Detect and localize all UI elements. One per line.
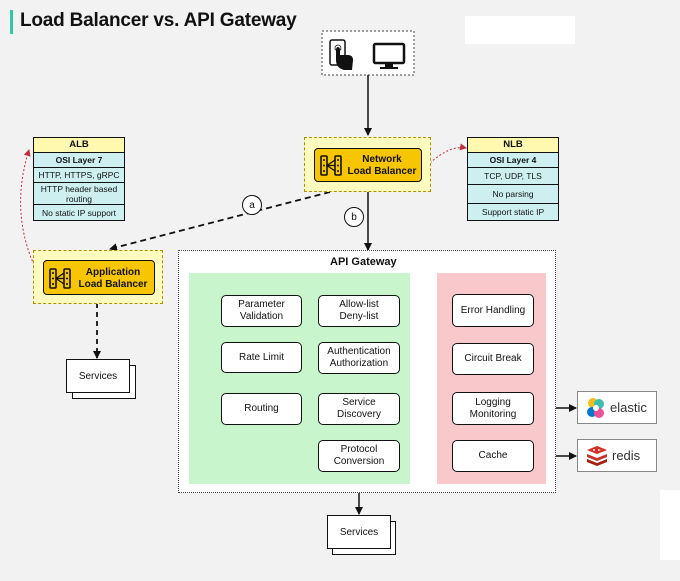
service-discovery-step: Service Discovery	[318, 393, 400, 425]
rate-limit-step: Rate Limit	[221, 342, 302, 373]
elastic-integration: elastic	[577, 391, 657, 424]
redis-label: redis	[612, 448, 641, 463]
alb-row-osi-layer: OSI Layer 7	[34, 152, 124, 167]
mobile-touch-icon	[329, 39, 353, 70]
application-load-balancer: Application Load Balancer	[43, 260, 155, 295]
error-handling-feature: Error Handling	[452, 294, 534, 327]
network-load-balancer: Network Load Balancer	[314, 148, 422, 182]
protocol-conversion-step: Protocol Conversion	[318, 440, 400, 472]
alb-row-protocols: HTTP, HTTPS, gRPC	[34, 167, 124, 182]
services-bottom-label: Services	[339, 526, 379, 538]
desktop-monitor-icon	[372, 42, 406, 69]
nlb-table: NLB OSI Layer 4 TCP, UDP, TLS No parsing…	[467, 137, 559, 221]
logging-monitoring-feature: Logging Monitoring	[452, 392, 534, 425]
services-bottom: Services	[327, 515, 391, 549]
alb-table-header: ALB	[34, 138, 124, 152]
nlb-row-protocols: TCP, UDP, TLS	[468, 167, 558, 184]
redis-integration: redis	[577, 439, 657, 472]
elastic-logo-icon	[587, 397, 604, 418]
application-lb-container: Application Load Balancer	[33, 250, 163, 304]
title-accent-bar	[10, 10, 13, 34]
nlb-row-osi-layer: OSI Layer 4	[468, 152, 558, 167]
routing-step: Routing	[221, 393, 302, 425]
network-lb-label: Network Load Balancer	[347, 154, 417, 177]
nlb-row-static-ip: Support static IP	[468, 203, 558, 220]
application-lb-label: Application Load Balancer	[78, 266, 148, 290]
nlb-table-header: NLB	[468, 138, 558, 152]
alb-row-static-ip: No static IP support	[34, 204, 124, 220]
cache-feature: Cache	[452, 440, 534, 472]
circuit-break-feature: Circuit Break	[452, 343, 534, 375]
services-left: Services	[66, 359, 130, 393]
path-b-marker: b	[344, 207, 364, 227]
parameter-validation-step: Parameter Validation	[221, 295, 302, 327]
blank-area-top	[465, 16, 575, 44]
load-balancer-icon	[320, 155, 342, 176]
alb-row-routing: HTTP header based routing	[34, 182, 124, 204]
elastic-label: elastic	[610, 400, 647, 415]
blank-area-right	[660, 490, 680, 560]
client-devices	[321, 30, 415, 76]
page-title: Load Balancer vs. API Gateway	[20, 10, 297, 31]
nlb-row-parsing: No parsing	[468, 184, 558, 203]
network-lb-container: Network Load Balancer	[304, 137, 431, 192]
allow-deny-list-step: Allow-list Deny-list	[318, 295, 400, 327]
services-left-label: Services	[78, 370, 118, 382]
redis-logo-icon	[587, 445, 607, 466]
load-balancer-icon	[49, 268, 71, 289]
path-a-marker: a	[242, 195, 262, 215]
alb-table: ALB OSI Layer 7 HTTP, HTTPS, gRPC HTTP h…	[33, 137, 125, 221]
api-gateway-title: API Gateway	[330, 256, 397, 268]
authentication-authorization-step: Authentication Authorization	[318, 342, 400, 374]
